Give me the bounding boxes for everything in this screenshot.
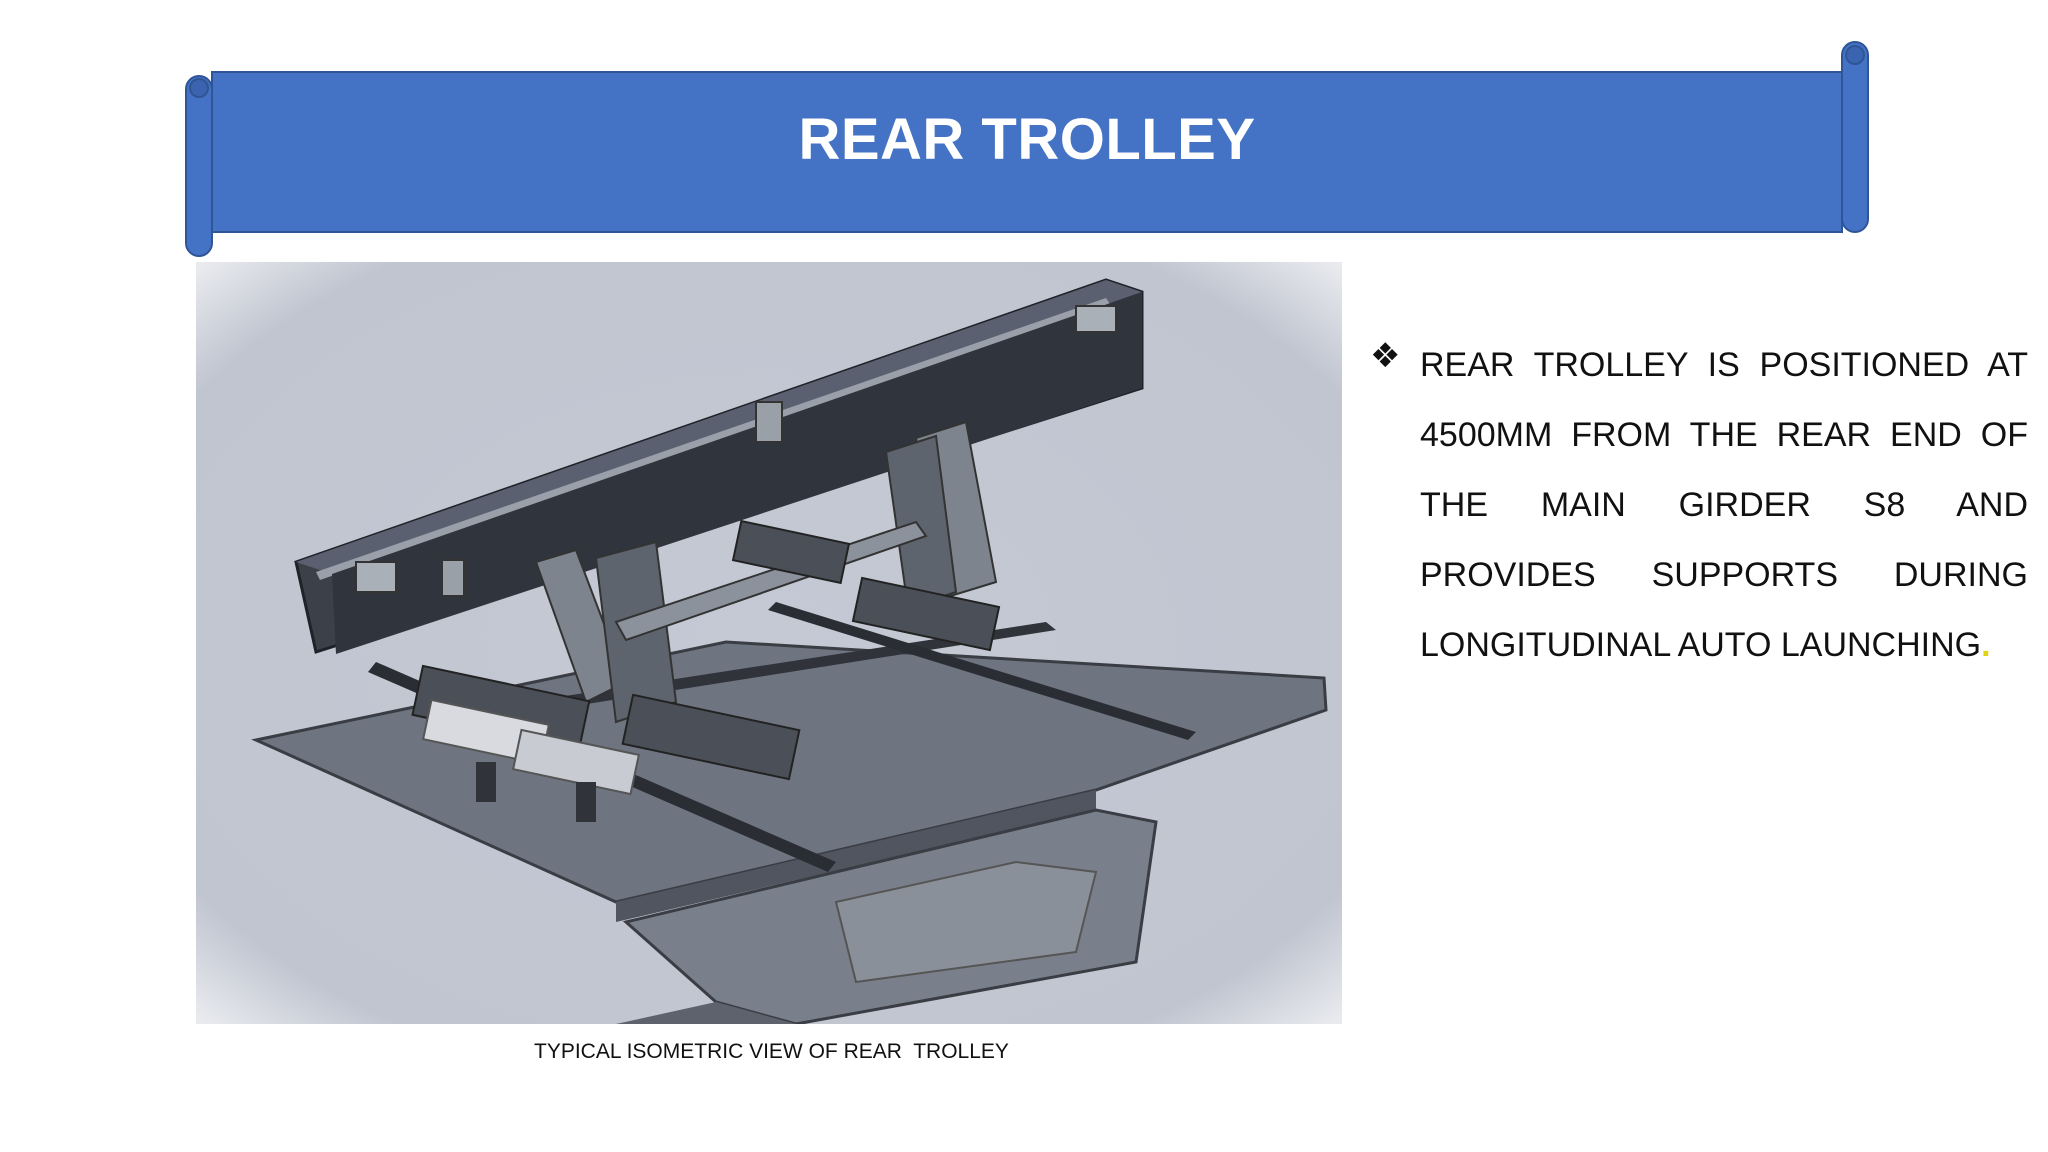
bullet-text: REAR TROLLEY IS POSITIONED AT 4500MM FRO… bbox=[1420, 346, 2028, 664]
isometric-trolley-drawing-icon bbox=[196, 262, 1342, 1026]
bullet-text-container: REAR TROLLEY IS POSITIONED AT 4500MM FRO… bbox=[1420, 330, 2028, 680]
diamond-bullet-icon: ❖ bbox=[1370, 337, 1401, 375]
page-title: REAR TROLLEY bbox=[798, 107, 1256, 172]
trolley-isometric-image bbox=[196, 262, 1342, 1026]
figure-caption: TYPICAL ISOMETRIC VIEW OF REAR TROLLEY bbox=[534, 1040, 1009, 1063]
scroll-banner-shape bbox=[185, 41, 1869, 257]
title-banner: REAR TROLLEY bbox=[182, 36, 1872, 264]
trailing-mark: . bbox=[1981, 626, 1991, 664]
